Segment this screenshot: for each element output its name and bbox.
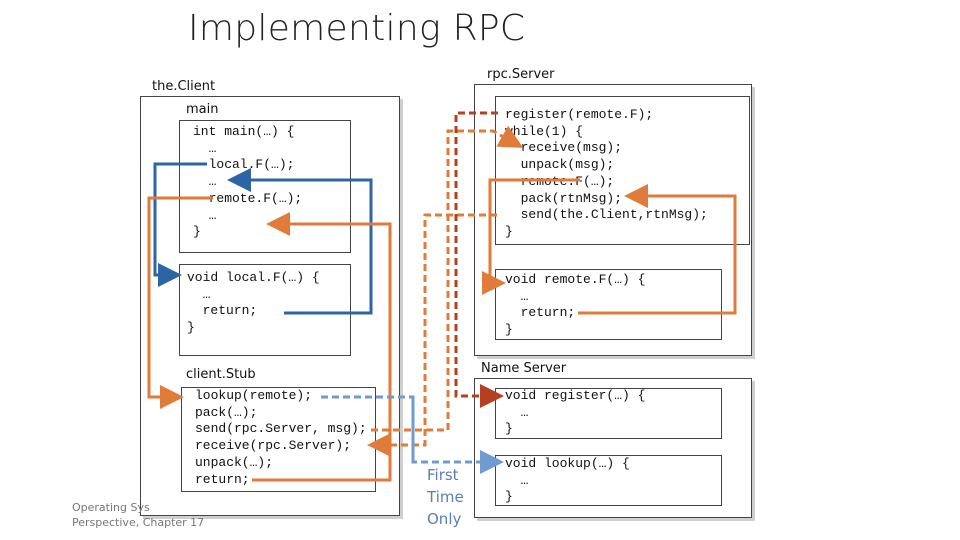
page-title: Implementing RPC	[188, 8, 526, 49]
remote-function-box	[495, 269, 722, 340]
remote-function-code: void remote.F(…) { … return; }	[505, 272, 646, 338]
lookup-arrow	[321, 395, 504, 474]
main-label: main	[186, 102, 219, 117]
first-time-line-1: First	[427, 466, 459, 484]
lookup-function-box	[495, 455, 722, 506]
footer-line-1: Operating Sys	[72, 501, 150, 514]
invoke-remote-arrow	[482, 178, 580, 295]
local-return-arrow	[227, 168, 373, 315]
remote-return-arrow	[578, 184, 737, 315]
local-call-arrow	[153, 162, 207, 287]
client-stub-code: lookup(remote); pack(…); send(rpc.Server…	[195, 388, 367, 487]
first-time-line-3: Only	[427, 510, 462, 528]
first-time-line-2: Time	[427, 488, 464, 506]
remote-call-arrow	[147, 196, 213, 409]
client-label: the.Client	[152, 79, 216, 94]
first-time-only-note: First Time Only	[427, 464, 464, 530]
client-stub-label: client.Stub	[186, 367, 256, 382]
register-arrow	[454, 111, 504, 408]
footer-text: Operating Sys Perspective, Chapter 17	[72, 500, 204, 530]
lookup-function-code: void lookup(…) { … }	[505, 456, 630, 505]
server-label: rpc.Server	[487, 67, 555, 82]
footer-line-2: Perspective, Chapter 17	[72, 516, 205, 529]
register-function-code: void register(…) { … }	[505, 388, 646, 437]
stub-return-arrow	[252, 212, 392, 482]
send-to-server-arrow	[371, 125, 524, 432]
name-server-label: Name Server	[481, 361, 567, 376]
reply-to-client-arrow	[367, 213, 497, 457]
register-function-box	[495, 388, 722, 439]
main-box	[179, 120, 351, 253]
server-loop-box	[495, 96, 750, 245]
local-function-box	[179, 264, 351, 356]
local-function-code: void local.F(…) { … return; }	[187, 270, 320, 336]
server-loop-code: register(remote.F); while(1) { receive(m…	[505, 107, 708, 239]
